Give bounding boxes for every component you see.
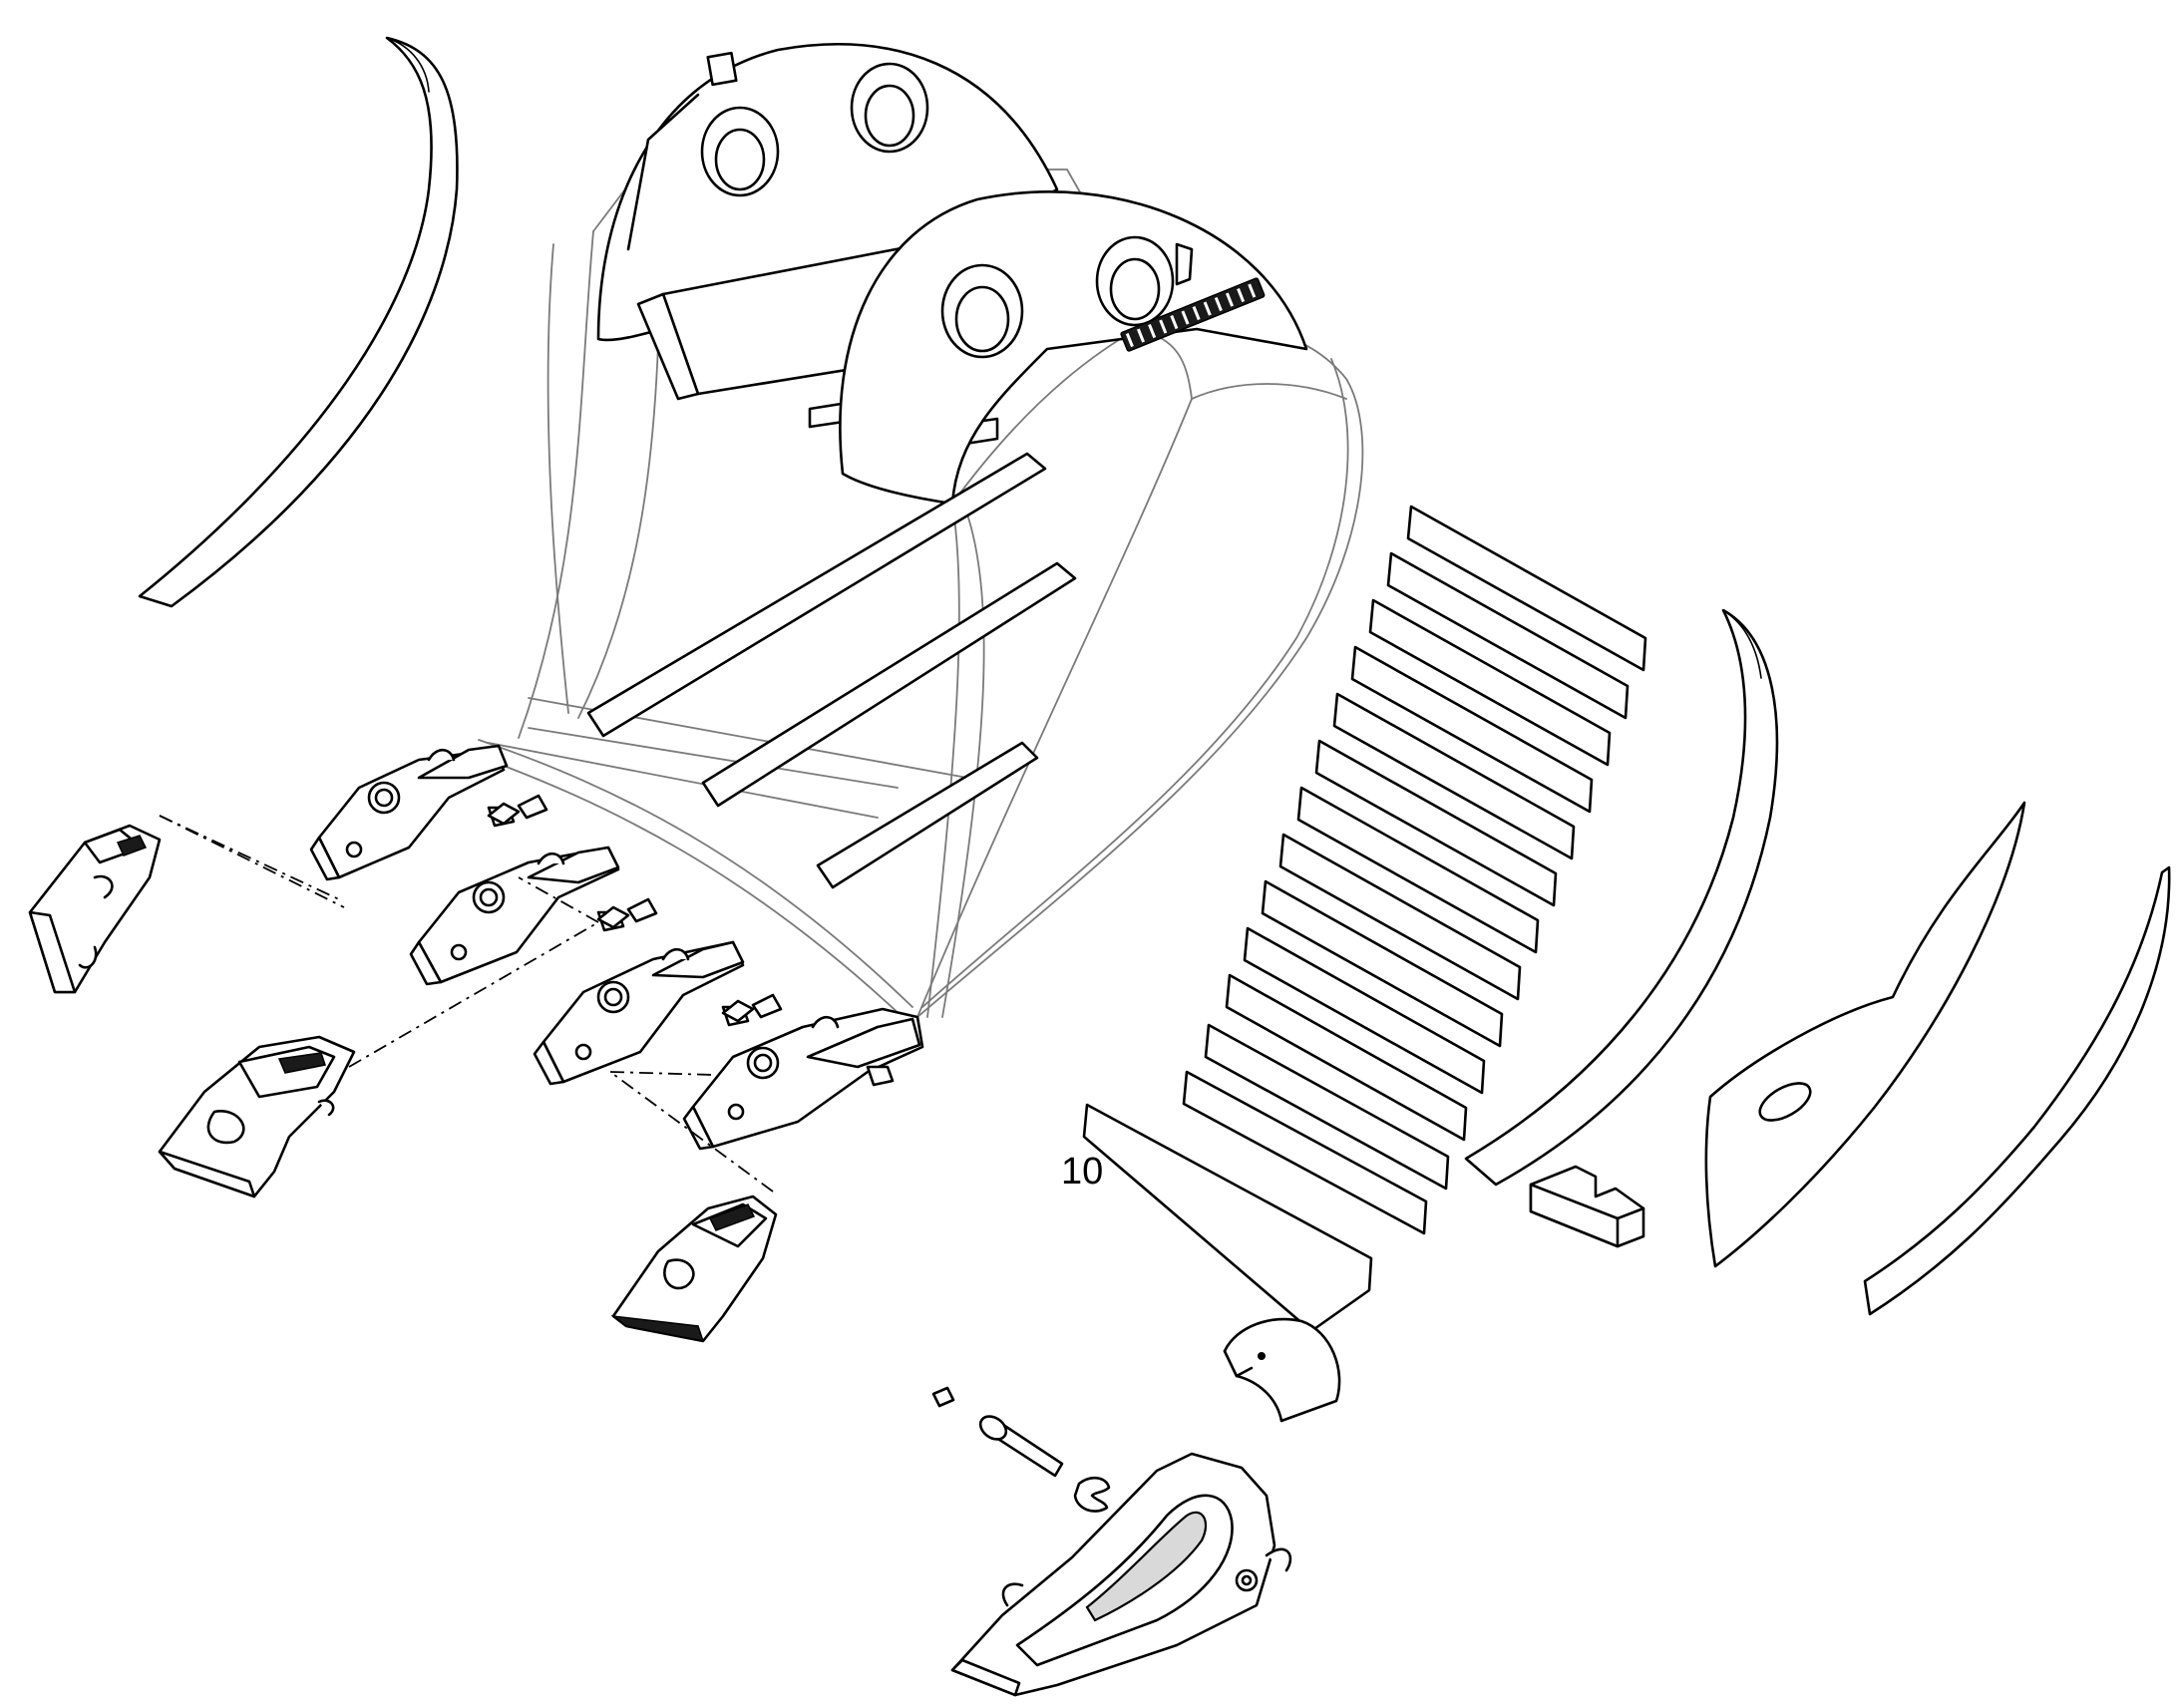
assembly-lines xyxy=(159,815,774,1193)
curved-side-cutter-far-right xyxy=(1863,865,2171,1316)
tooth-tip-detail xyxy=(950,1452,1292,1697)
bucket-teeth xyxy=(309,744,924,1151)
loose-tooth-tip-1 xyxy=(28,824,162,994)
wear-cap xyxy=(1223,1317,1341,1423)
curved-side-cutter-left xyxy=(138,36,459,608)
loose-tooth-tip-3 xyxy=(610,1195,778,1343)
loose-tooth-tip-2 xyxy=(158,1035,356,1198)
wedge-block xyxy=(1529,1165,1645,1248)
tooth-clips xyxy=(487,802,755,1023)
flat-wear-strips xyxy=(1082,505,1647,1333)
curved-side-cutter-right xyxy=(1464,608,1779,1187)
bucket-body xyxy=(468,43,1364,1018)
callout-label-10: 10 xyxy=(1061,1151,1104,1193)
tooth-adapter-4 xyxy=(682,1007,924,1151)
tooth-adapter-3 xyxy=(533,940,783,1086)
retainer-clip xyxy=(1073,1476,1111,1513)
side-protector-plate xyxy=(1704,801,2026,1268)
retainer-pin xyxy=(931,1386,1064,1478)
brand-logo xyxy=(1120,277,1266,352)
